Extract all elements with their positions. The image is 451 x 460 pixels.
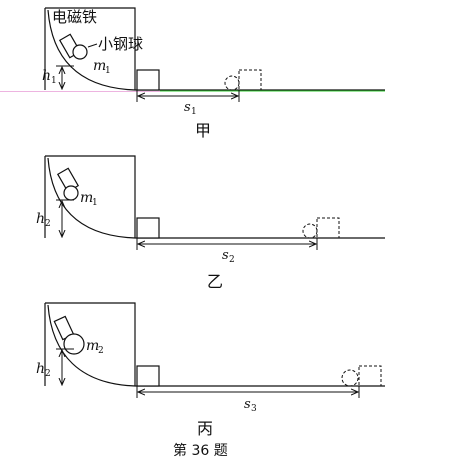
ramp-frame [44, 7, 136, 90]
block-final-dashed [358, 365, 382, 387]
wood-block [136, 69, 160, 91]
distance-sub: 1 [191, 107, 197, 117]
mass-sub: 1 [92, 198, 98, 208]
steel-ball [63, 185, 79, 201]
ramp-curve [47, 304, 136, 387]
wood-block [136, 217, 160, 239]
height-label: h [42, 68, 51, 84]
electromagnet-label: 电磁铁 [52, 8, 97, 26]
panel-bing: m 2 h 2 s 3 丙 [36, 302, 385, 438]
ball-pointer [87, 43, 98, 48]
panel-caption: 甲 [195, 121, 211, 140]
steel-ball [63, 333, 85, 355]
ramp-curve [47, 157, 136, 239]
panel-jia: 电磁铁 小钢球 m 1 h 1 s 1 甲 [0, 7, 385, 140]
ball-final-dashed [341, 369, 359, 387]
mass-label: m [93, 58, 106, 74]
mass-label: m [80, 190, 93, 206]
mass-label: m [86, 338, 99, 354]
ramp-curve [47, 9, 136, 91]
wood-block [136, 365, 160, 387]
distance-label: s [184, 100, 191, 115]
distance-label: s [222, 248, 229, 263]
height-sub: 2 [45, 219, 51, 229]
ramp-frame [44, 155, 136, 238]
height-label: h [36, 361, 45, 377]
distance-sub: 2 [229, 255, 235, 265]
ball-final-dashed [302, 223, 318, 239]
mass-sub: 1 [105, 66, 111, 76]
mass-sub: 2 [98, 346, 104, 356]
panel-caption: 丙 [197, 419, 213, 438]
distance-label: s [244, 397, 251, 412]
height-sub: 2 [45, 369, 51, 379]
panel-yi: m 1 h 2 s 2 乙 [36, 155, 385, 291]
ball-final-dashed [224, 75, 240, 91]
panel-caption: 乙 [207, 272, 223, 291]
ramp-frame [44, 302, 136, 386]
height-sub: 1 [51, 76, 57, 86]
figure-caption: 第 36 题 [173, 442, 228, 459]
block-final-dashed [238, 69, 262, 91]
height-label: h [36, 211, 45, 227]
steel-ball [72, 44, 88, 60]
block-final-dashed [316, 217, 340, 239]
ball-label: 小钢球 [98, 35, 143, 53]
distance-sub: 3 [251, 404, 257, 414]
